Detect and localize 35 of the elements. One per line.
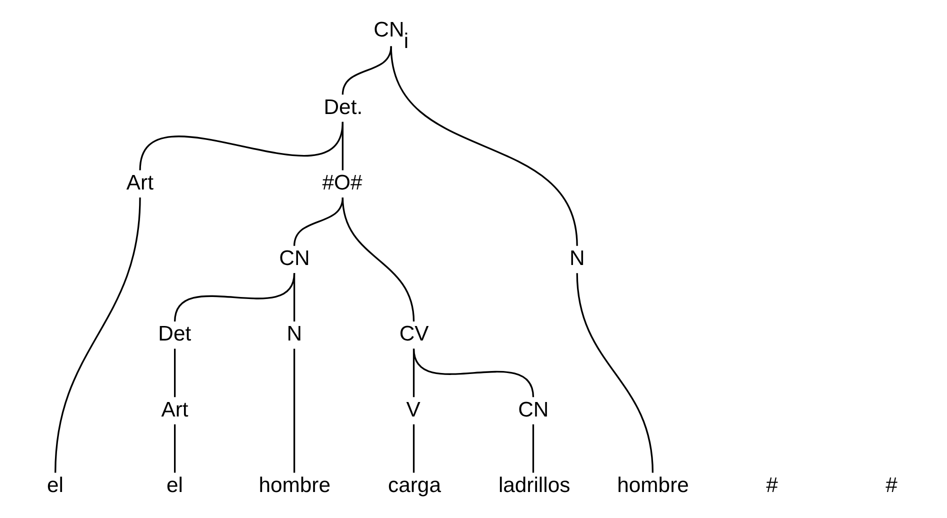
connector: [532, 424, 534, 472]
node-text: N: [286, 322, 302, 346]
connector: [293, 272, 296, 321]
connector: [293, 348, 296, 472]
connector: [139, 121, 344, 170]
connector: [342, 46, 392, 94]
connector: [174, 272, 296, 322]
connector: [342, 196, 415, 322]
node-text: Det: [158, 322, 192, 346]
node-text: carga: [388, 473, 441, 496]
connector: [174, 348, 176, 397]
connector: [412, 424, 415, 472]
connector: [293, 196, 344, 246]
connector: [54, 196, 141, 472]
node-text: V: [406, 398, 420, 421]
node-text: el: [47, 473, 64, 496]
connector: [342, 121, 344, 170]
node-text: hombre: [617, 473, 689, 496]
connector: [412, 348, 534, 397]
node-text: CV: [399, 322, 429, 346]
connector: [390, 46, 578, 246]
node-text: el: [166, 473, 183, 496]
node-text: CN: [518, 398, 549, 421]
connector: [576, 272, 654, 472]
node-text: #O#: [322, 170, 362, 194]
connector: [174, 424, 176, 472]
node-text: Det.: [324, 95, 363, 118]
label: #: [886, 473, 898, 496]
node-text: Art: [161, 398, 188, 421]
node-text: Art: [126, 170, 154, 194]
node-text: CN: [279, 246, 310, 270]
node-text: ladrillos: [498, 473, 570, 496]
node-text: N: [570, 246, 585, 270]
label: #: [766, 473, 778, 496]
node-text: hombre: [258, 473, 330, 496]
